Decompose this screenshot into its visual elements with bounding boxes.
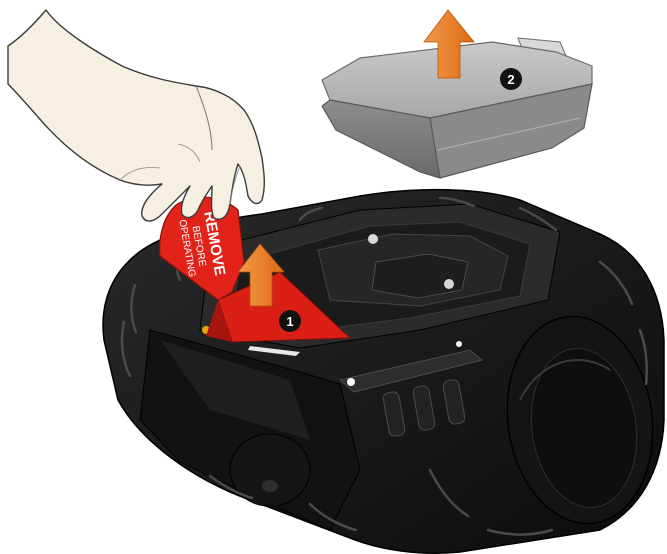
hand-pulling-tag-icon	[8, 10, 264, 221]
step1-number: 1	[286, 314, 293, 329]
step2-number: 2	[507, 72, 514, 87]
step2-badge: 2	[500, 68, 522, 90]
step1-badge: 1	[279, 310, 301, 332]
